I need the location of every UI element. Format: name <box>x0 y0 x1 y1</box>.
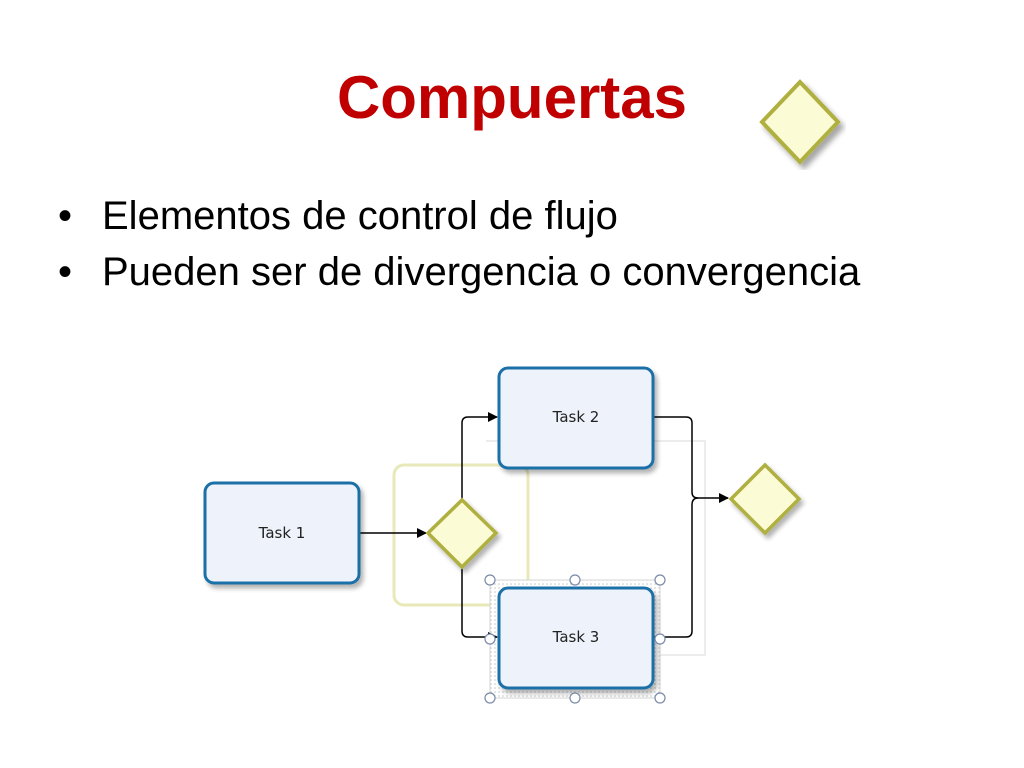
selection-handle-icon[interactable] <box>484 633 496 645</box>
split-gateway-diamond-icon[interactable] <box>425 497 499 570</box>
slide-title: Compuertas <box>336 64 688 131</box>
selection-handle-icon[interactable] <box>484 574 496 586</box>
selection-handle-icon[interactable] <box>484 692 496 704</box>
gateway-highlight-frame <box>392 463 530 607</box>
merge-gateway-diamond-icon[interactable] <box>728 462 802 536</box>
task-2-box[interactable]: Task 2 <box>497 366 655 470</box>
bullet-list: • Elementos de control de flujo • Pueden… <box>58 188 1008 300</box>
task-3-box[interactable]: Task 3 <box>497 586 655 690</box>
flow-gateway-to-task3 <box>461 567 498 642</box>
task-1-label: Task 1 <box>258 524 306 542</box>
bullet-item: • Elementos de control de flujo <box>58 188 1008 244</box>
task-3-label: Task 3 <box>552 628 600 646</box>
flow-gateway-to-task2 <box>461 412 498 500</box>
bullet-dot-icon: • <box>58 250 73 294</box>
bullet-dot-icon: • <box>58 194 73 238</box>
gateway-diamond-icon <box>759 79 841 165</box>
selection-handle-icon[interactable] <box>569 574 581 586</box>
flow-task2-to-merge <box>653 416 729 503</box>
task-2-label: Task 2 <box>552 408 600 426</box>
selection-handle-icon[interactable] <box>569 692 581 704</box>
bullet-item: • Pueden ser de divergencia o convergenc… <box>58 244 1008 300</box>
selection-handle-icon[interactable] <box>654 692 666 704</box>
flow-task3-to-merge <box>653 497 699 638</box>
bullet-text: Pueden ser de divergencia o convergencia <box>102 250 861 294</box>
selection-handle-icon[interactable] <box>654 633 666 645</box>
selection-handle-icon[interactable] <box>654 574 666 586</box>
bpmn-diagram: Task 1 Task 2 Task 3 <box>203 366 802 704</box>
task-1-box[interactable]: Task 1 <box>203 481 361 585</box>
task-3-selection-handles[interactable] <box>484 574 666 704</box>
bullet-text: Elementos de control de flujo <box>102 194 618 238</box>
